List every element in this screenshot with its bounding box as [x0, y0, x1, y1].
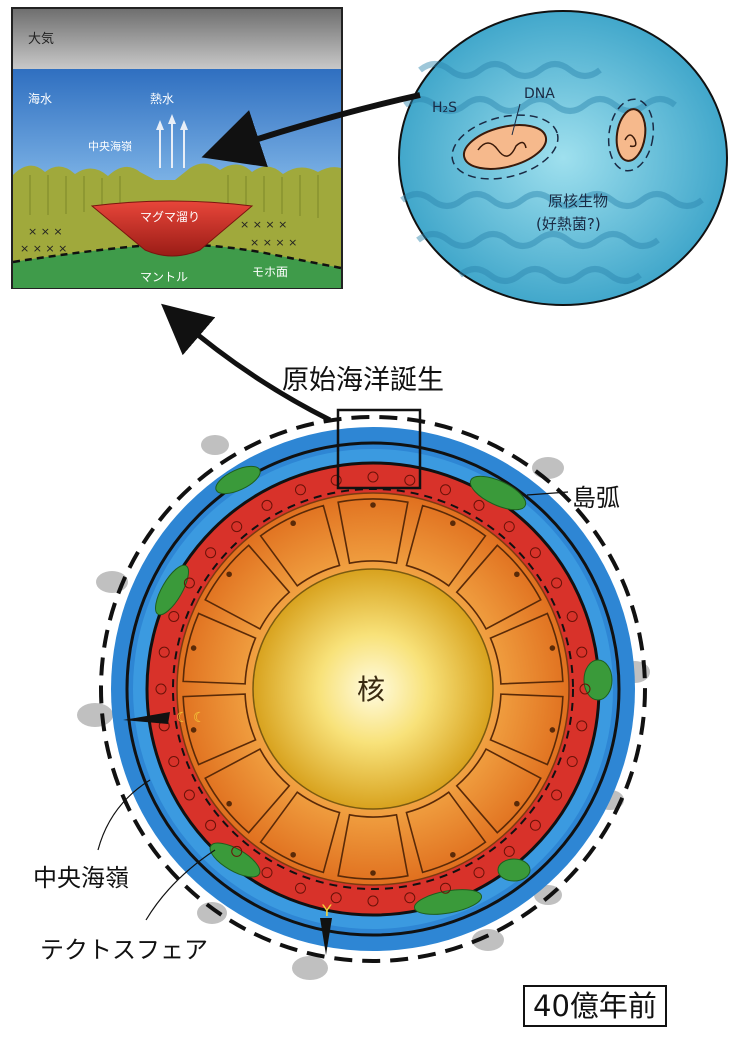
convection-arrow — [291, 853, 295, 857]
label-tectosphere: テクトスフェア — [40, 930, 208, 965]
title: 原始海洋誕生 — [282, 358, 444, 397]
label-organism-1: 原核生物 — [548, 190, 608, 211]
label-hot-water: 熱水 — [150, 90, 174, 107]
label-core: 核 — [357, 668, 385, 708]
label-h2s: H₂S — [432, 100, 457, 116]
convection-arrow — [371, 503, 375, 507]
convection-arrow — [192, 646, 196, 650]
convection-arrow — [291, 521, 295, 525]
svg-text:Y: Y — [321, 901, 332, 920]
label-seawater: 海水 — [28, 90, 52, 107]
label-mid-ocean-ridge: 中央海嶺 — [33, 858, 129, 893]
convection-arrow — [227, 572, 231, 576]
label-magma: マグマ溜り — [140, 208, 200, 225]
svg-text:× × × ×: × × × × — [240, 218, 287, 231]
label-ridge-inset: 中央海嶺 — [88, 138, 132, 154]
label-atmosphere: 大気 — [28, 28, 54, 47]
convection-arrow — [227, 802, 231, 806]
atmosphere-layer — [13, 9, 341, 69]
convection-arrow — [550, 728, 554, 732]
epoch-badge: 40億年前 — [523, 985, 667, 1027]
convection-arrow — [451, 853, 455, 857]
convection-arrow — [515, 572, 519, 576]
convection-arrow — [515, 802, 519, 806]
label-mantle: マントル — [140, 268, 188, 285]
label-dna: DNA — [524, 86, 555, 102]
svg-text:☾ ☾: ☾ ☾ — [176, 710, 206, 726]
svg-text:× × ×: × × × — [28, 225, 63, 238]
label-organism-2: (好熱菌?) — [536, 213, 601, 234]
inset-panel: × × × × × × × × × × × × × × × — [12, 8, 342, 288]
svg-text:× × × ×: × × × × — [20, 242, 67, 255]
convection-arrow — [192, 728, 196, 732]
svg-text:× × × ×: × × × × — [250, 236, 297, 249]
convection-arrow — [550, 646, 554, 650]
bubble-panel — [399, 11, 727, 305]
convection-arrow — [451, 521, 455, 525]
label-island-arc: 島弧 — [572, 478, 620, 513]
label-moho: モホ面 — [252, 263, 288, 280]
convection-arrow — [371, 871, 375, 875]
